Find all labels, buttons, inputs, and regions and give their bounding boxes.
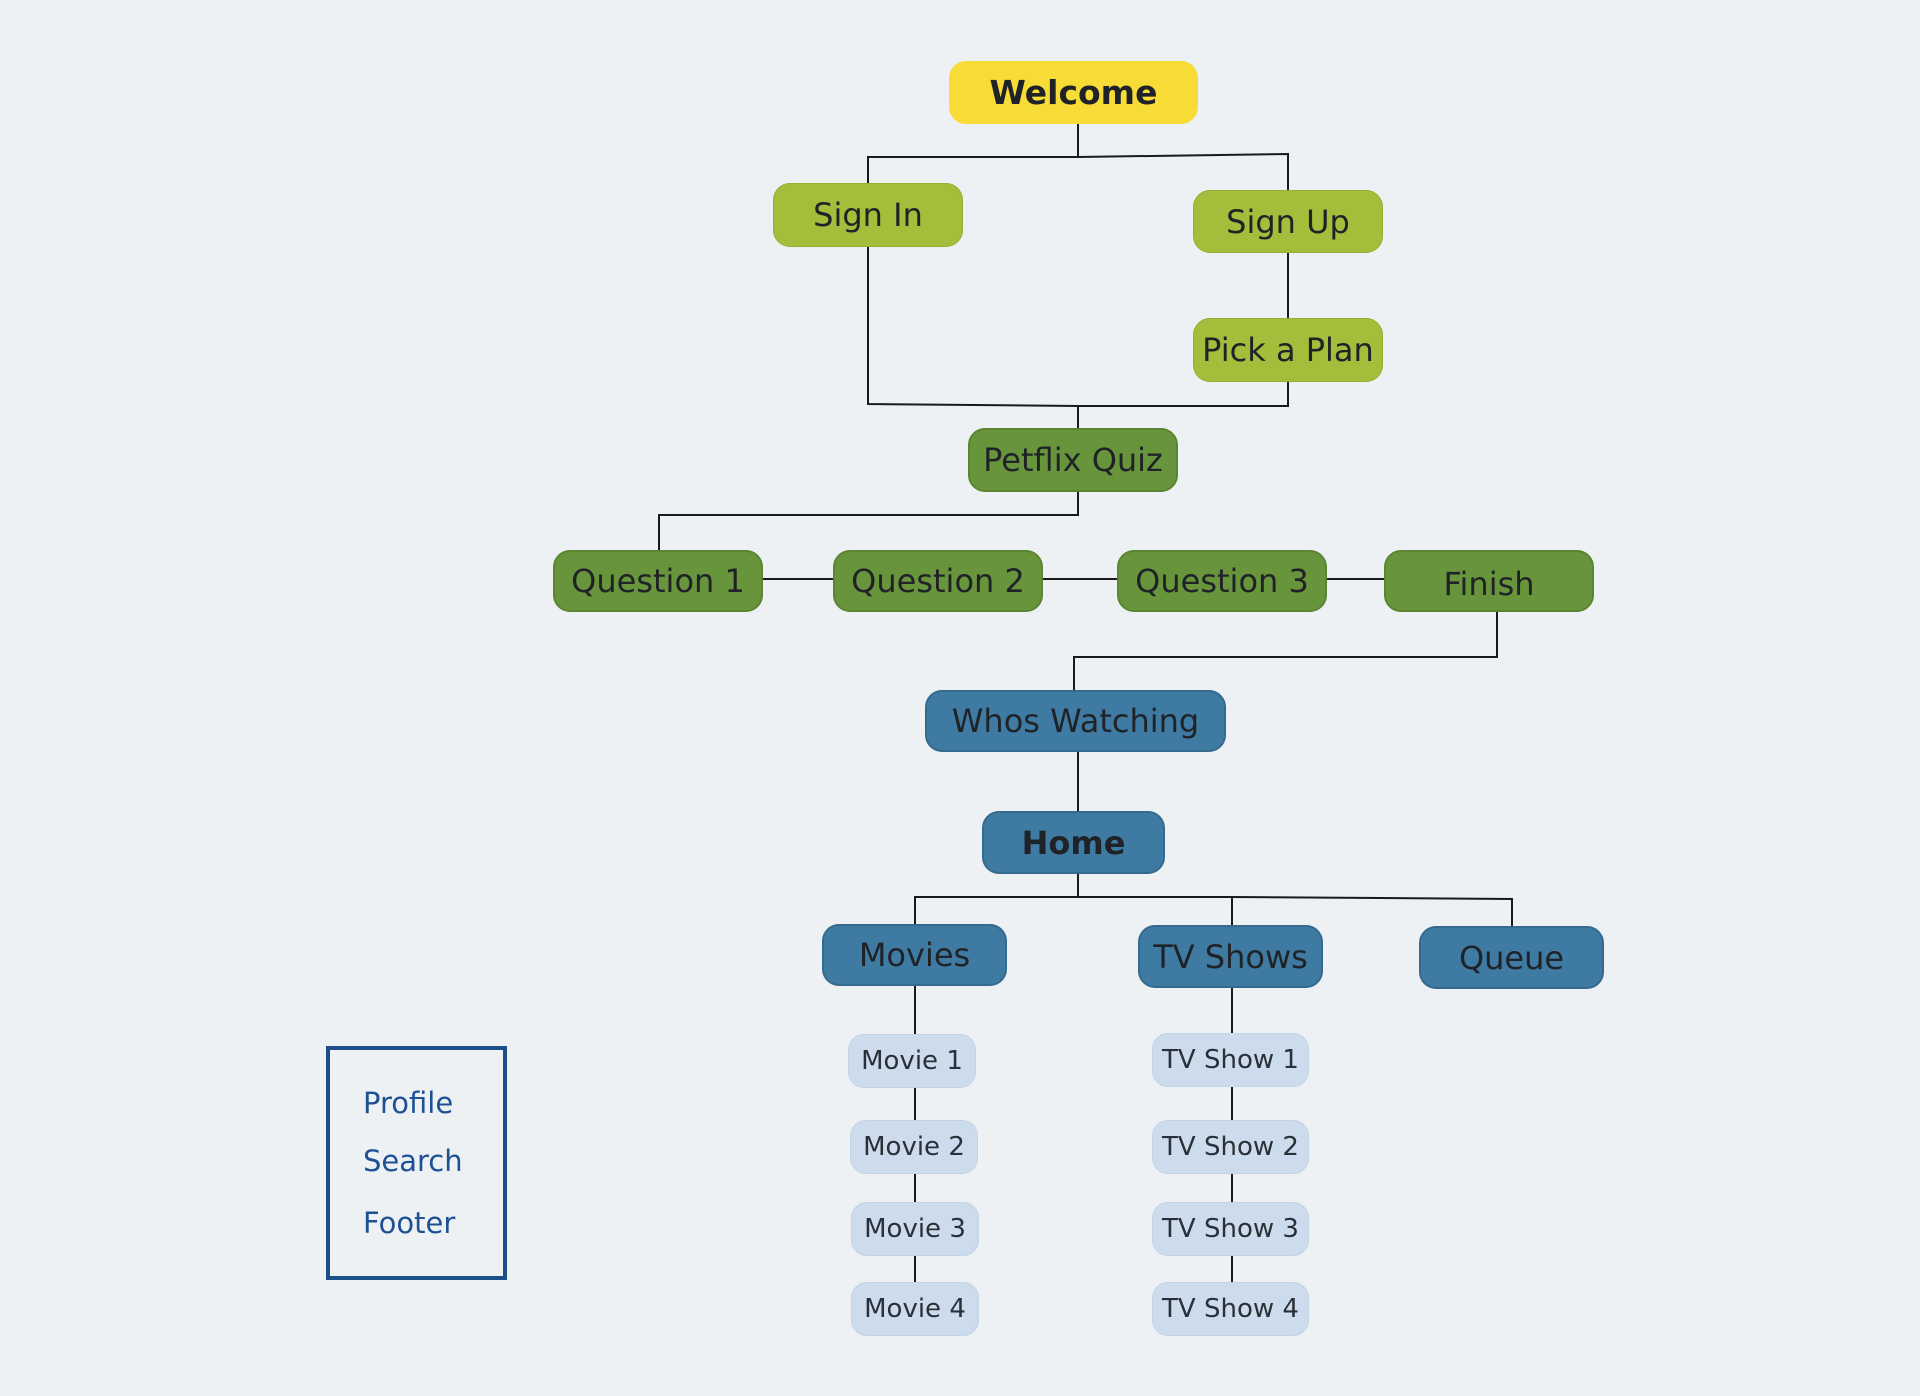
- sign-in-node[interactable]: Sign In: [773, 183, 963, 247]
- queue-node[interactable]: Queue: [1419, 926, 1604, 989]
- legend-item-footer: Footer: [363, 1206, 456, 1240]
- connector-plan-quiz: [1078, 382, 1289, 407]
- connector-home-movies: [914, 874, 1079, 924]
- sign-up-node[interactable]: Sign Up: [1193, 190, 1383, 253]
- pick-plan-node[interactable]: Pick a Plan: [1193, 318, 1383, 382]
- connector-signin-quiz: [867, 247, 1079, 428]
- tv-shows-node[interactable]: TV Shows: [1138, 925, 1323, 988]
- finish-node[interactable]: Finish: [1384, 550, 1594, 612]
- legend-item-profile: Profile: [363, 1086, 454, 1120]
- tv-show-4-node[interactable]: TV Show 4: [1152, 1282, 1309, 1336]
- connector-welcome-signup: [1077, 152, 1289, 190]
- question-3-node[interactable]: Question 3: [1117, 550, 1327, 612]
- whos-watching-node[interactable]: Whos Watching: [925, 690, 1226, 752]
- movie-2-node[interactable]: Movie 2: [850, 1120, 978, 1174]
- movies-node[interactable]: Movies: [822, 924, 1007, 986]
- question-1-node[interactable]: Question 1: [553, 550, 763, 612]
- connector-quiz-q1: [658, 492, 1079, 550]
- global-elements-box: Profile Search Footer: [326, 1046, 507, 1280]
- tv-show-1-node[interactable]: TV Show 1: [1152, 1033, 1309, 1087]
- home-node[interactable]: Home: [982, 811, 1165, 874]
- tv-show-3-node[interactable]: TV Show 3: [1152, 1202, 1309, 1256]
- movie-1-node[interactable]: Movie 1: [848, 1034, 976, 1088]
- legend-item-search: Search: [363, 1144, 463, 1178]
- welcome-node[interactable]: Welcome: [949, 61, 1198, 124]
- connector-home-queue: [1231, 896, 1513, 926]
- connector-home-tvshows: [1078, 896, 1233, 925]
- tv-show-2-node[interactable]: TV Show 2: [1152, 1120, 1309, 1174]
- movie-3-node[interactable]: Movie 3: [851, 1202, 979, 1256]
- question-2-node[interactable]: Question 2: [833, 550, 1043, 612]
- connector-welcome-signin: [867, 124, 1079, 183]
- movie-4-node[interactable]: Movie 4: [851, 1282, 979, 1336]
- connector-finish-whos: [1073, 612, 1498, 690]
- petflix-quiz-node[interactable]: Petflix Quiz: [968, 428, 1178, 492]
